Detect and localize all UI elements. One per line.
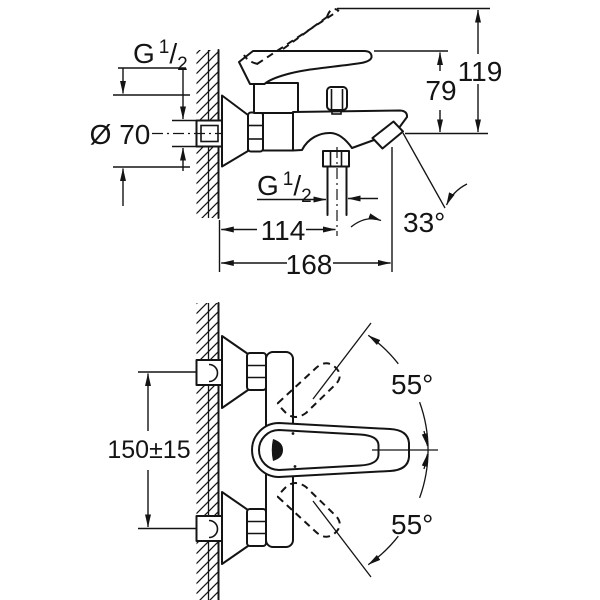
rosette-diameter-label: Ø 70 bbox=[90, 119, 151, 150]
diverter-knob bbox=[326, 86, 348, 115]
lever-logo-mark bbox=[271, 439, 283, 461]
dimension-heights bbox=[337, 7, 490, 135]
handle-swing-down-label: 55° bbox=[391, 509, 433, 540]
handle-raised-height-label: 119 bbox=[458, 56, 503, 87]
lever-lowered-position-dashed bbox=[276, 482, 341, 538]
escutcheon-cone bbox=[221, 94, 249, 168]
spout-aerator bbox=[371, 120, 404, 150]
wall-hatch-front bbox=[196, 303, 219, 600]
shower-outlet-distance-label: 114 bbox=[261, 215, 306, 246]
wall-section-front bbox=[196, 302, 220, 600]
lever-handle-side bbox=[238, 50, 373, 85]
dimension-spout-angle bbox=[350, 132, 468, 228]
escutcheon-cone-upper bbox=[221, 335, 249, 409]
escutcheon-cone-lower bbox=[221, 491, 249, 565]
dimension-depths bbox=[218, 147, 393, 272]
union-body bbox=[262, 112, 294, 152]
cartridge-housing bbox=[253, 82, 299, 114]
dimension-swing-angles bbox=[312, 322, 438, 578]
union-nut-upper bbox=[246, 352, 267, 391]
handle-height-label: 79 bbox=[425, 75, 456, 106]
lever-handle-raised-dashed bbox=[243, 8, 340, 65]
lever-handle-front bbox=[251, 422, 410, 478]
spout-angle-label: 33° bbox=[403, 207, 445, 238]
lever-raised-position-dashed bbox=[276, 362, 341, 418]
supply-elbow-upper bbox=[195, 359, 223, 386]
dimension-wall-thread-and-rosette bbox=[113, 67, 197, 206]
inlet-spacing-label: 150±15 bbox=[107, 436, 190, 464]
supply-elbow-lower bbox=[195, 515, 223, 542]
dimension-inlet-spacing bbox=[138, 371, 196, 530]
spout-reach-label: 168 bbox=[286, 249, 333, 280]
mixer-body-spout bbox=[292, 109, 409, 152]
shower-outlet-pipe bbox=[322, 150, 350, 216]
front-view: 150±15 bbox=[107, 302, 438, 600]
union-nut bbox=[247, 111, 264, 153]
dimension-outlet-thread bbox=[257, 195, 378, 203]
handle-swing-up-label: 55° bbox=[391, 369, 433, 400]
union-nut-lower bbox=[246, 508, 267, 547]
